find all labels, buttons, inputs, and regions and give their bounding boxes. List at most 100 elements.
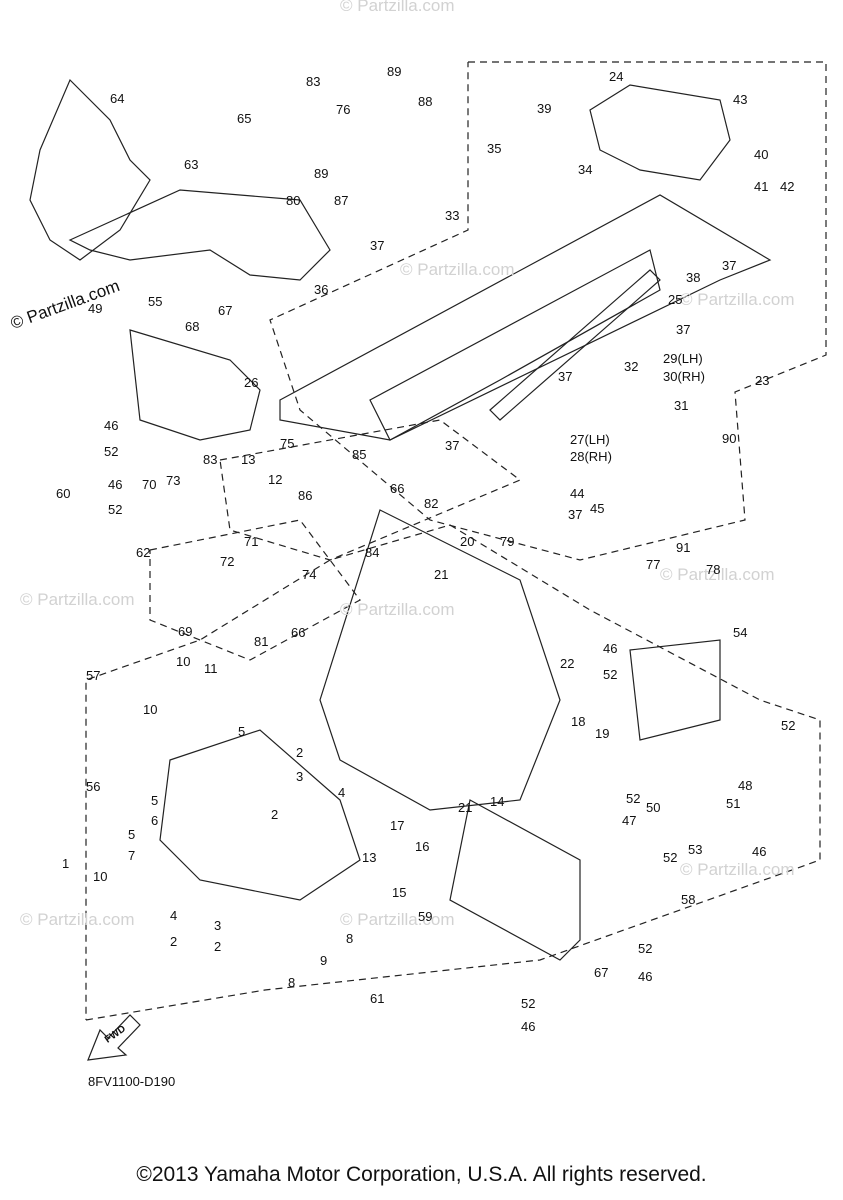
callout-label: 1 (62, 856, 70, 871)
callout-label: 84 (365, 545, 380, 560)
callout-label: 68 (185, 319, 200, 334)
callout-label: 2 (271, 807, 279, 822)
watermark-tile: © Partzilla.com (20, 910, 135, 929)
callout-label: 38 (686, 270, 701, 285)
callout-label: 37 (676, 322, 691, 337)
watermark-tile: © Partzilla.com (400, 260, 515, 279)
callout-label: 69 (178, 624, 193, 639)
callout-label: 46 (108, 477, 123, 492)
callout-label: 37 (558, 369, 573, 384)
callout-label: 10 (143, 702, 158, 717)
callout-label: 67 (218, 303, 233, 318)
callout-label: 25 (668, 292, 683, 307)
callout-label: 71 (244, 534, 259, 549)
callout-label: 65 (237, 111, 252, 126)
watermark-tile: © Partzilla.com (20, 590, 135, 609)
callout-label: 30(RH) (663, 369, 705, 384)
callout-label: 5 (238, 724, 246, 739)
callout-label: 40 (754, 147, 769, 162)
chaincase-mount-part (319, 509, 561, 811)
callout-label: 87 (334, 193, 349, 208)
callout-label: 74 (302, 567, 317, 582)
callout-label: 80 (286, 193, 301, 208)
callout-label: 4 (338, 785, 346, 800)
callout-label: 21 (434, 567, 449, 582)
callout-label: 59 (418, 909, 433, 924)
callout-label: 34 (578, 162, 593, 177)
callout-label: 3 (296, 769, 304, 784)
callout-label: 76 (336, 102, 351, 117)
callout-label: 7 (128, 848, 136, 863)
callout-label: 70 (142, 477, 157, 492)
callout-label: 37 (445, 438, 460, 453)
callout-label: 52 (521, 996, 536, 1011)
callout-label: 13 (241, 452, 256, 467)
callout-label: 41 (754, 179, 769, 194)
callout-label: 31 (674, 398, 689, 413)
callout-label: 33 (445, 208, 460, 223)
callout-label: 10 (176, 654, 191, 669)
callout-label: 8 (288, 975, 296, 990)
callout-label: 22 (560, 656, 575, 671)
callout-label: 35 (487, 141, 502, 156)
callout-label: 83 (203, 452, 218, 467)
callout-label: 26 (244, 375, 259, 390)
callout-label: 72 (220, 554, 235, 569)
callout-label: 52 (603, 667, 618, 682)
callout-label: 48 (738, 778, 753, 793)
callout-label: 89 (314, 166, 329, 181)
callout-label: 53 (688, 842, 703, 857)
callout-label: 55 (148, 294, 163, 309)
callout-label: 52 (104, 444, 119, 459)
frame-group-box (269, 61, 827, 561)
callout-label: 79 (500, 534, 515, 549)
callout-label: 29(LH) (663, 351, 703, 366)
callout-label: 46 (104, 418, 119, 433)
callout-label: 42 (780, 179, 795, 194)
callout-label: 91 (676, 540, 691, 555)
callout-label: 73 (166, 473, 181, 488)
callout-label: 28(RH) (570, 449, 612, 464)
tunnel-frame-part (279, 194, 772, 441)
watermark-tile: © Partzilla.com (680, 860, 795, 879)
callout-label: 15 (392, 885, 407, 900)
callout-label: 63 (184, 157, 199, 172)
callout-label: 2 (170, 934, 178, 949)
callout-label: 46 (603, 641, 618, 656)
callout-label: 88 (418, 94, 433, 109)
watermark-tile: © Partzilla.com (660, 565, 775, 584)
upper-column-part (68, 189, 331, 281)
callout-label: 9 (320, 953, 328, 968)
callout-label: 4 (170, 908, 178, 923)
callout-label: 89 (387, 64, 402, 79)
callout-label: 20 (460, 534, 475, 549)
heat-exchanger-part (629, 639, 721, 741)
callout-label: 66 (291, 625, 306, 640)
callout-label: 6 (151, 813, 159, 828)
bracket-group-box (219, 419, 522, 561)
callout-label: 85 (352, 447, 367, 462)
callout-label: 50 (646, 800, 661, 815)
diagram-code: 8FV1100-D190 (88, 1074, 176, 1089)
callout-label: 5 (151, 793, 159, 808)
left-bracket-box (149, 519, 361, 661)
callout-label: 32 (624, 359, 639, 374)
watermark-tile: © Partzilla.com (340, 600, 455, 619)
callout-label: 37 (568, 507, 583, 522)
callout-label: 18 (571, 714, 586, 729)
callout-label: 44 (570, 486, 585, 501)
callout-label: 46 (752, 844, 767, 859)
callout-label: 52 (638, 941, 653, 956)
front-cooler-part (449, 799, 581, 961)
callout-label: 3 (214, 918, 222, 933)
callout-label: 66 (390, 481, 405, 496)
callout-label: 56 (86, 779, 101, 794)
callout-label: 62 (136, 545, 151, 560)
engine-mount-part (159, 729, 361, 901)
callout-label: 75 (280, 436, 295, 451)
callout-label: 51 (726, 796, 741, 811)
front-bracket-part (129, 329, 261, 441)
callout-label: 10 (93, 869, 108, 884)
rear-bumper-part (589, 84, 731, 181)
